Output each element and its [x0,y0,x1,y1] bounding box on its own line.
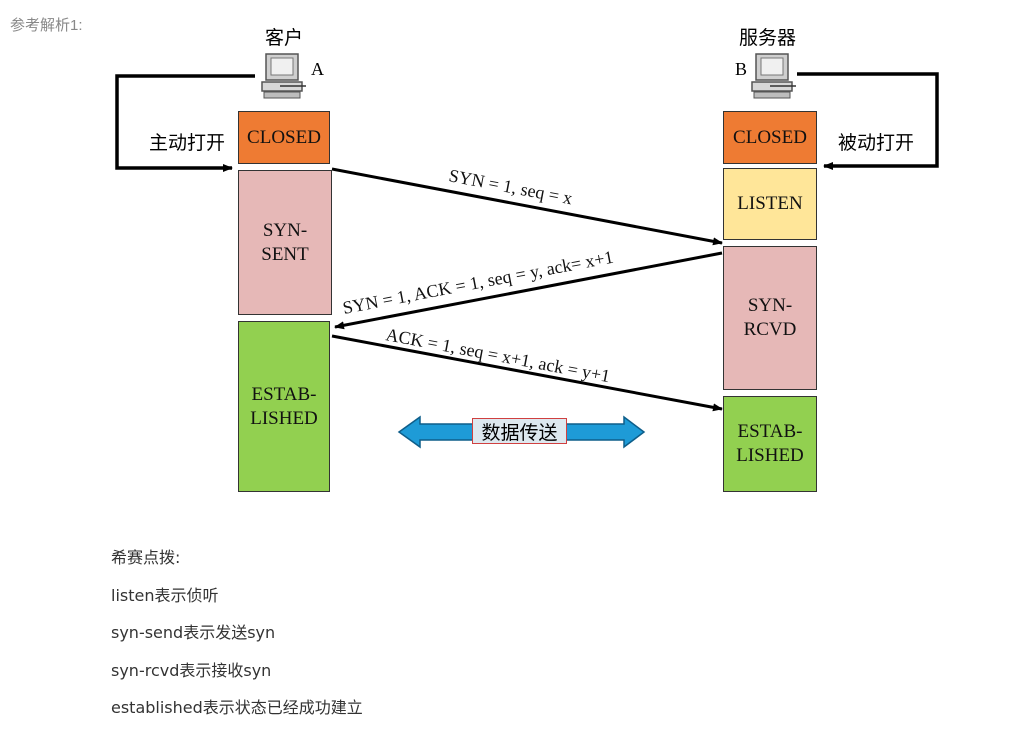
note-item: listen表示侦听 [111,585,219,605]
synack-arrow [334,251,723,330]
client-state-syn-sent: SYN- SENT [238,170,332,315]
note-item: syn-rcvd表示接收syn [111,660,272,680]
syn-arrow [331,167,723,246]
computer-icon [261,53,306,99]
note-title: 希赛点拨: [111,548,181,567]
client-state-established: ESTAB- LISHED [238,321,330,492]
client-open-label: 主动打开 [149,132,226,154]
server-title: 服务器 [739,27,797,49]
server-state-syn-rcvd: SYN- RCVD [723,246,817,390]
note-item: syn-send表示发送syn [111,623,276,642]
server-state-established: ESTAB- LISHED [723,396,817,492]
client-open-arrow [115,74,255,172]
data-transfer-label: 数据传送 [472,418,567,444]
computer-icon [751,53,796,99]
note-item: established表示状态已经成功建立 [111,698,363,717]
client-letter: A [311,59,324,79]
server-state-closed: CLOSED [723,111,817,164]
server-state-listen: LISTEN [723,168,817,240]
notes-list: 希赛点拨: listen表示侦听 syn-send表示发送syn syn-rcv… [111,548,363,736]
header-label: 参考解析1: [10,17,83,34]
server-open-label: 被动打开 [838,132,915,154]
ack-label: ACK = 1, seq = x+1, ack = y+1 [384,324,611,386]
client-title: 客户 [265,27,304,49]
client-state-closed: CLOSED [238,111,330,164]
ack-arrow [331,334,723,412]
server-open-arrow [797,72,939,170]
server-letter: B [735,59,748,79]
